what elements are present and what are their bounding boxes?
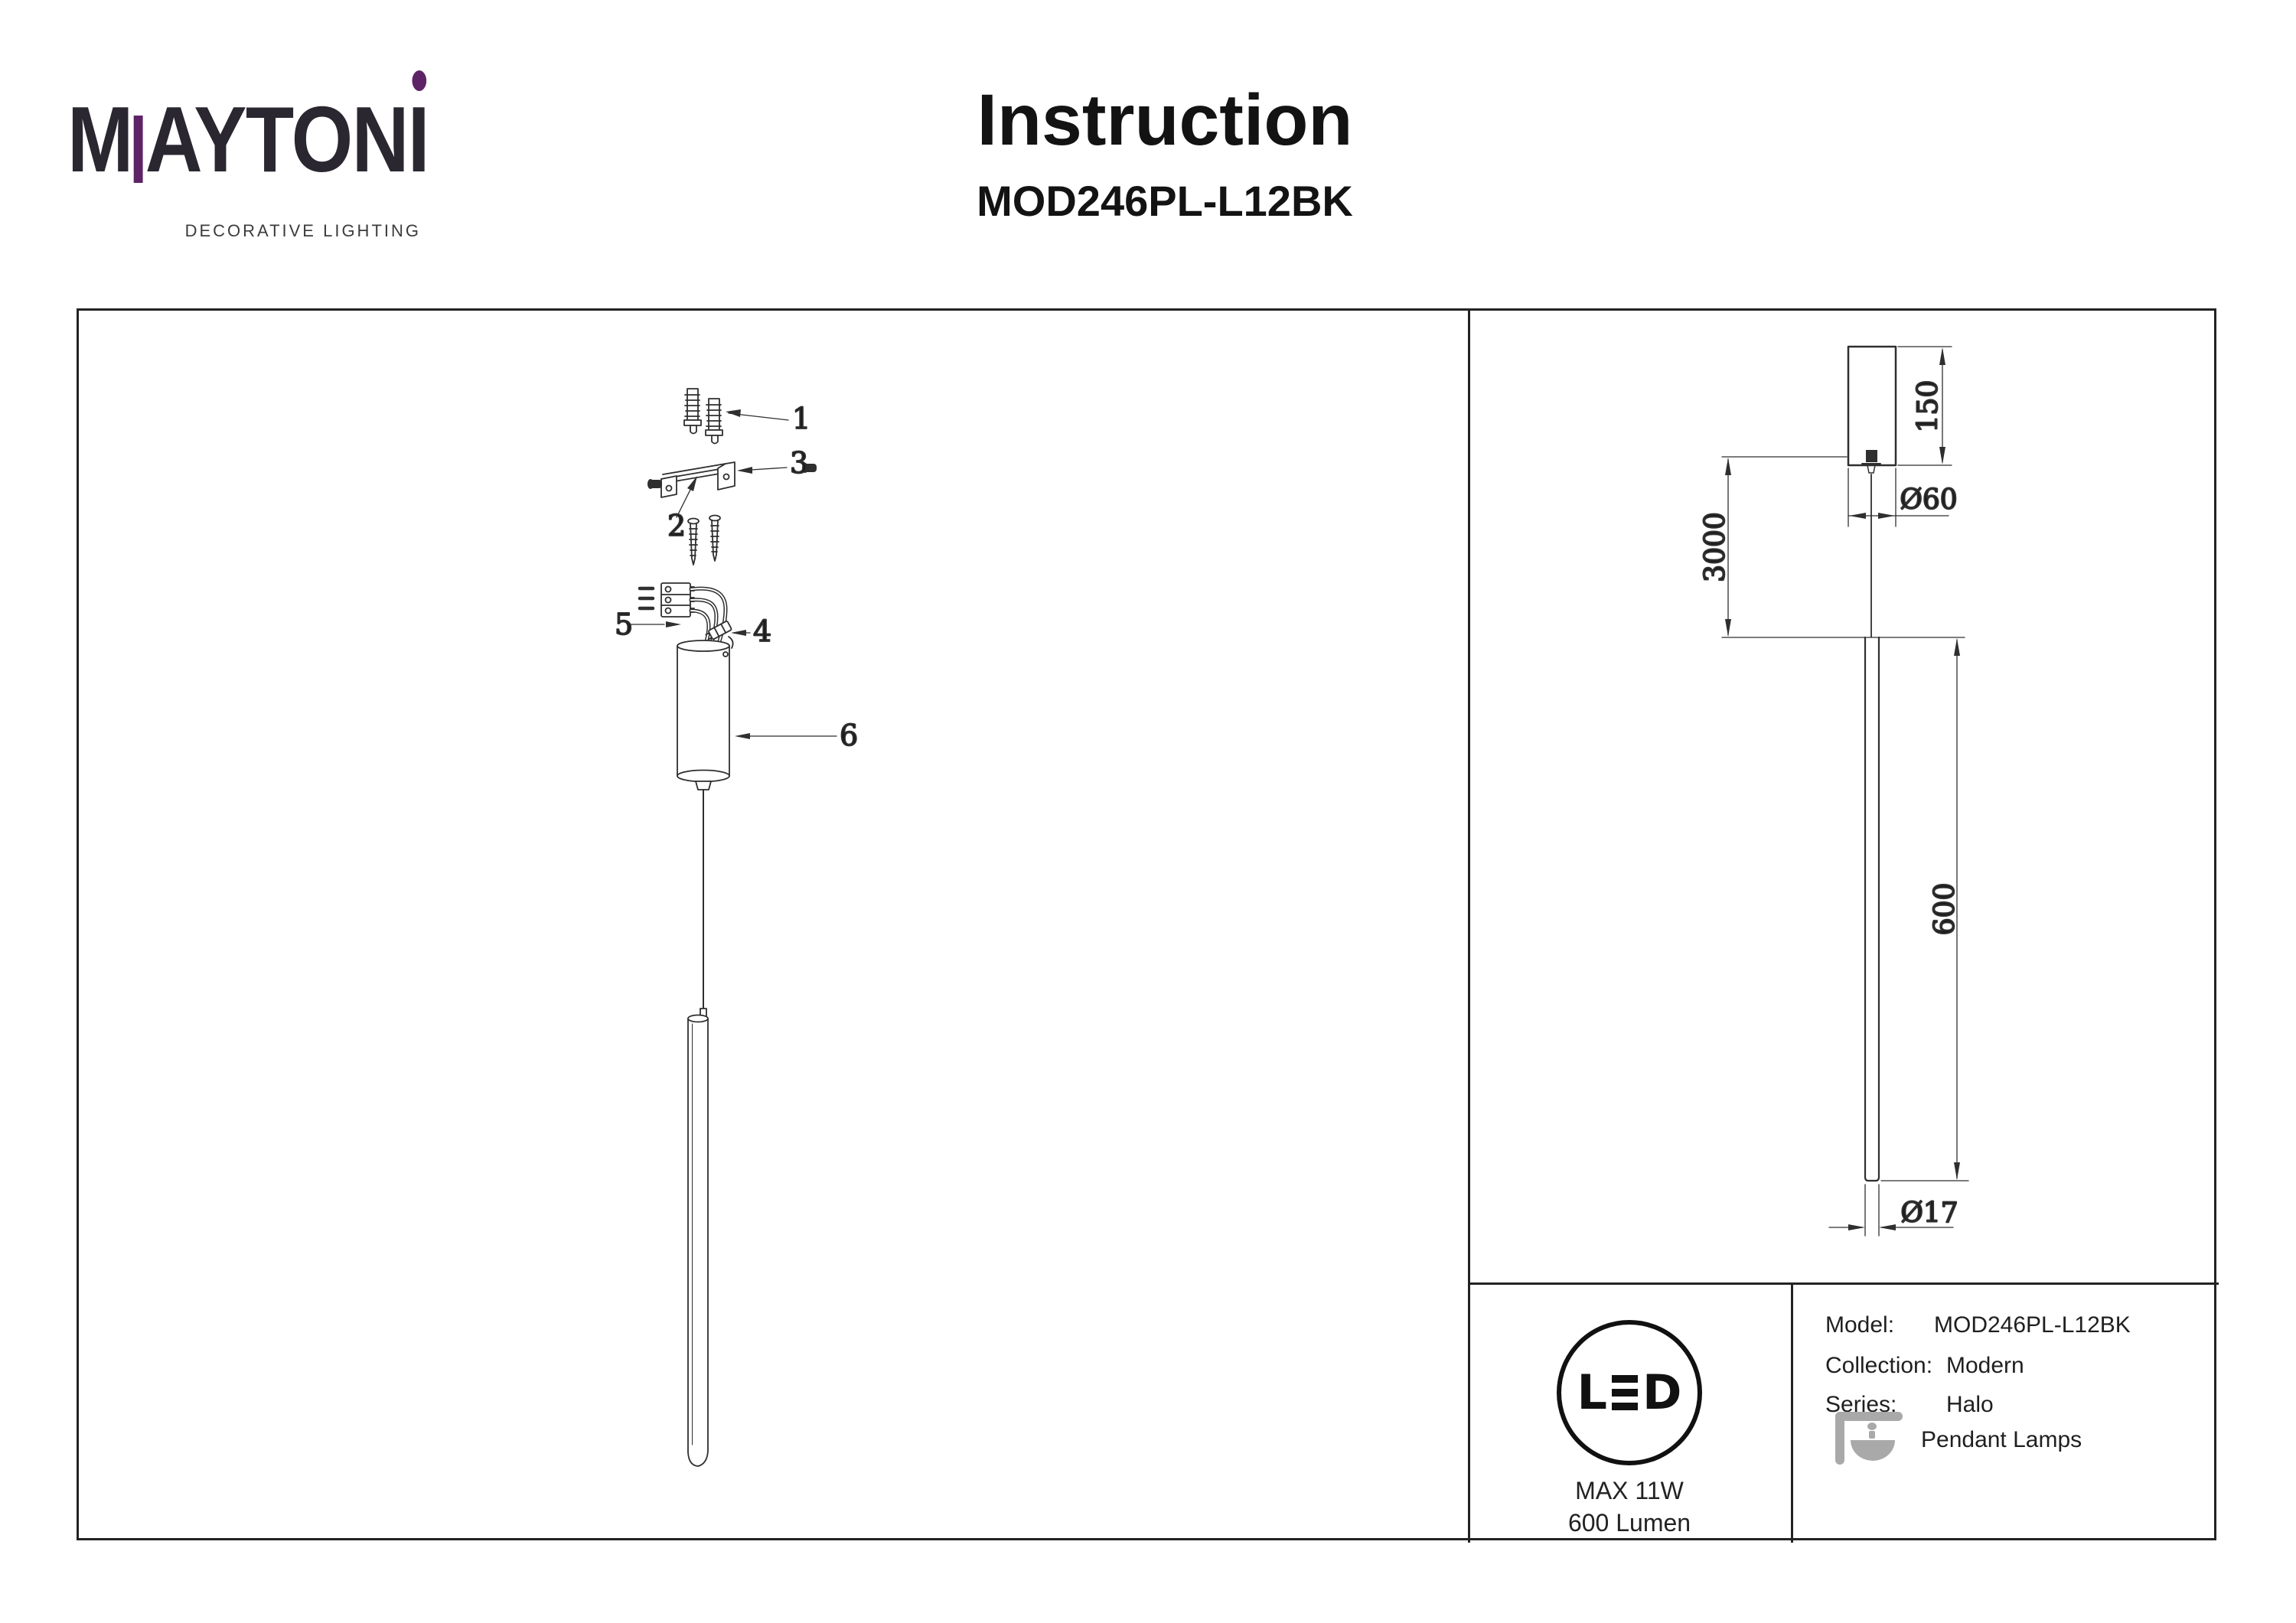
dim-canopy-height: 150 [1913,380,1944,433]
part-label-4: 4 [753,614,771,648]
part-label-1: 1 [792,402,810,435]
dim-canopy-diameter: Ø60 [1900,484,1957,516]
led-badge: L D [1557,1320,1702,1465]
main-frame [77,308,2216,1540]
spec-series-value: Halo [1946,1392,1994,1417]
right-panel-divider [1468,1282,2219,1285]
part-label-3: 3 [790,446,808,480]
leader-part-1 [726,409,789,421]
wall-anchor-2 [705,398,723,445]
pendant-lamp-icon [1835,1412,1903,1465]
leader-part-6 [735,733,837,739]
logo-tagline: DECORATIVE LIGHTING [184,221,421,240]
led-letter-l: L [1577,1364,1608,1420]
logo-wordmark: M AYTON I [67,70,430,191]
supply-wires [689,586,728,647]
dimension-lines [1725,347,1960,1230]
spec-model-label: Model: [1825,1312,1895,1338]
canopy-outline [1847,345,1897,474]
leader-part-4 [731,630,751,636]
mounting-bracket [660,461,735,498]
spec-collection-value: Modern [1946,1353,2024,1378]
leader-part-5 [628,621,681,627]
max-power-text: MAX 11W [1575,1477,1684,1504]
spec-type-value: Pendant Lamps [1921,1427,2082,1452]
quick-connector [705,621,732,640]
lumen-text: 600 Lumen [1567,1509,1691,1537]
logo-letter-i-with-dot: I [407,70,430,191]
logo-letters-ayton: AYTON [145,87,409,191]
dimension-drawing: 150 Ø60 3000 600 Ø17 [1699,345,1969,1237]
set-screw-right [802,463,817,473]
connector-wire [728,636,734,649]
dim-lamp-height: 600 [1929,883,1961,936]
panel-divider [1468,308,1470,1543]
spec-collection-label: Collection: [1825,1353,1933,1378]
part-label-2: 2 [667,509,686,543]
leader-part-3 [737,467,788,474]
mains-wire-marks [638,586,655,611]
lamp-rod-outline [1864,636,1880,1182]
dim-lamp-diameter: Ø17 [1900,1198,1958,1229]
mounting-screw-2 [709,514,721,562]
logo-letter-m: M [67,87,133,191]
spec-model-value: MOD246PL-L12BK [1934,1312,2131,1338]
canopy-cylinder [677,640,730,790]
maytoni-logo: M AYTON I [67,70,492,191]
mounting-screw-1 [687,517,700,565]
leader-part-2 [676,476,697,518]
extension-lines [1721,346,1969,1237]
part-label-6: 6 [840,719,858,752]
part-label-5: 5 [615,608,633,641]
led-letter-e-bars [1612,1375,1639,1410]
page-model-number: MOD246PL-L12BK [977,177,1353,225]
logo-purple-bar [133,116,143,183]
bottom-cell-divider [1791,1282,1793,1543]
lamp-tube [687,1008,709,1467]
page-title: Instruction [977,80,1353,161]
title-block: Instruction MOD246PL-L12BK [763,82,1567,224]
assembly-diagram: 1 2 3 4 5 6 [614,388,859,1467]
led-letter-d: D [1642,1364,1682,1420]
wall-anchor-1 [683,388,702,435]
set-screw-left [647,479,662,489]
dim-suspension-length: 3000 [1700,512,1731,582]
